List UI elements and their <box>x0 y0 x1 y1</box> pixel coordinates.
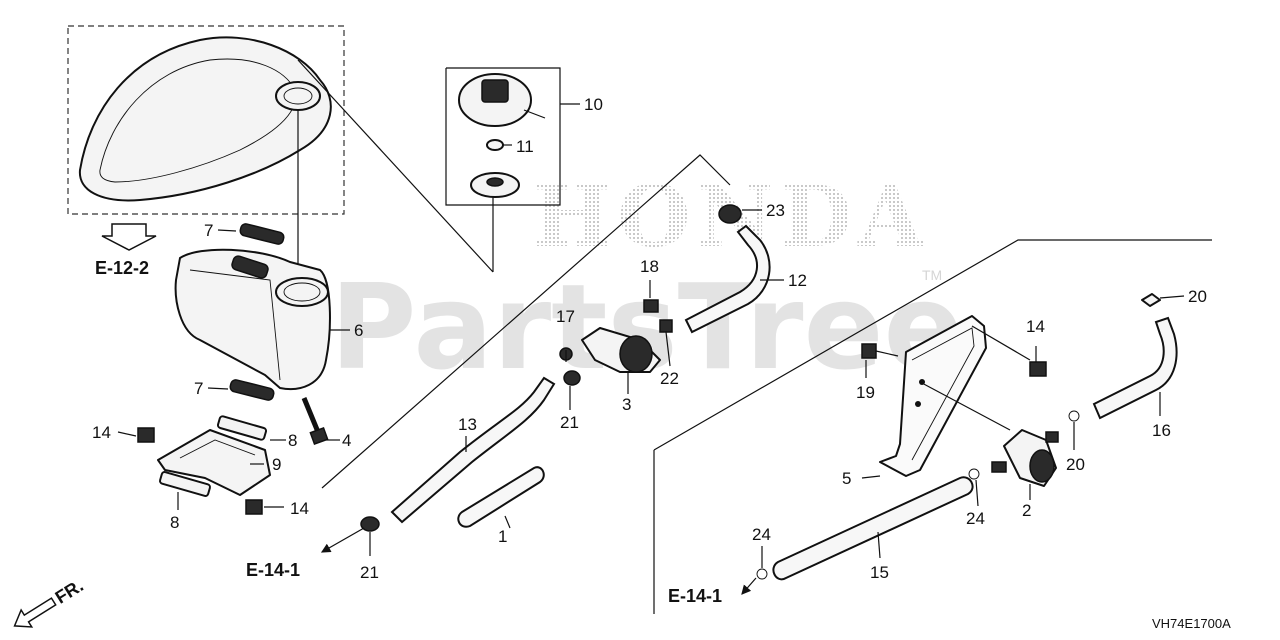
hose-12 <box>684 224 771 334</box>
callout-8-upper[interactable]: 8 <box>288 431 297 450</box>
callout-7-top[interactable]: 7 <box>204 221 213 240</box>
leader-lines <box>177 209 1185 568</box>
fuel-valve-2 <box>991 429 1059 487</box>
callout-21-lower[interactable]: 21 <box>360 563 379 582</box>
tank-cover <box>78 36 332 202</box>
tank-ref-label[interactable]: E-12-2 <box>95 258 149 278</box>
hose-16 <box>1092 316 1178 420</box>
cap-seal-small <box>486 139 504 151</box>
callout-5[interactable]: 5 <box>842 469 851 488</box>
partstree-watermark: PartsTree <box>330 258 964 396</box>
frame-line-top <box>653 239 1212 451</box>
callout-23[interactable]: 23 <box>766 201 785 220</box>
callout-22[interactable]: 22 <box>660 369 679 388</box>
callout-3[interactable]: 3 <box>622 395 631 414</box>
callout-17[interactable]: 17 <box>556 307 575 326</box>
bolt-14-bottom <box>245 499 284 515</box>
callout-2[interactable]: 2 <box>1022 501 1031 520</box>
leader-cover-cap <box>297 59 494 273</box>
tank-bracket <box>157 429 271 496</box>
bolt-14-right <box>1029 361 1047 377</box>
callout-24-left[interactable]: 24 <box>752 525 771 544</box>
frame-line-upper <box>321 154 731 489</box>
callout-6[interactable]: 6 <box>354 321 363 340</box>
hose-ref-left[interactable]: E-14-1 <box>246 560 300 580</box>
callout-1[interactable]: 1 <box>498 527 507 546</box>
bolt-18 <box>643 280 659 313</box>
callout-16[interactable]: 16 <box>1152 421 1171 440</box>
hose-1 <box>457 466 545 528</box>
bolt-14-left <box>117 427 155 443</box>
callout-11[interactable]: 11 <box>516 137 534 156</box>
callout-4[interactable]: 4 <box>342 431 351 450</box>
front-direction-label: FR. <box>52 575 87 607</box>
cap-group-box <box>445 67 561 206</box>
bolt-19 <box>861 343 899 359</box>
cap-gasket <box>470 172 520 198</box>
bolt-4 <box>301 397 329 445</box>
callout-18[interactable]: 18 <box>640 257 659 276</box>
rubber-strip-upper <box>216 415 268 441</box>
clip-20-top <box>1141 293 1161 307</box>
mounting-bracket-5 <box>879 315 987 477</box>
hose-13 <box>390 376 556 524</box>
tm-watermark: TM <box>922 267 942 283</box>
callout-21-upper[interactable]: 21 <box>560 413 579 432</box>
clamp-23 <box>718 204 742 224</box>
callout-14-left[interactable]: 14 <box>92 423 111 442</box>
arrow-to-ref-left <box>320 527 365 553</box>
clamp-21-lower <box>360 516 380 532</box>
cover-group-box <box>67 25 345 215</box>
callout-14-right[interactable]: 14 <box>1026 317 1045 336</box>
callout-24-right[interactable]: 24 <box>966 509 985 528</box>
clip-24-left <box>756 568 768 580</box>
clip-20-lower <box>1068 410 1080 422</box>
fuel-valve-3 <box>581 327 661 388</box>
callout-13[interactable]: 13 <box>458 415 477 434</box>
clamp-22 <box>659 319 673 333</box>
callout-7-bottom[interactable]: 7 <box>194 379 203 398</box>
arrow-to-ref-right <box>741 577 757 595</box>
fuel-cap <box>458 73 546 127</box>
rubber-pad-bottom <box>229 379 275 401</box>
callout-20-lower[interactable]: 20 <box>1066 455 1085 474</box>
rubber-strip-lower <box>159 471 211 497</box>
hose-ref-right[interactable]: E-14-1 <box>668 586 722 606</box>
callout-20-top[interactable]: 20 <box>1188 287 1207 306</box>
fuel-tank <box>174 248 331 390</box>
callout-8-lower[interactable]: 8 <box>170 513 179 532</box>
diagram-code: VH74E1700A <box>1152 616 1231 631</box>
callout-14-bottom[interactable]: 14 <box>290 499 309 518</box>
callout-15[interactable]: 15 <box>870 563 889 582</box>
callout-12[interactable]: 12 <box>788 271 807 290</box>
hose-15 <box>772 476 974 581</box>
down-arrow-icon <box>101 223 157 251</box>
callout-10[interactable]: 10 <box>584 95 603 114</box>
callout-9[interactable]: 9 <box>272 455 281 474</box>
callout-19[interactable]: 19 <box>856 383 875 402</box>
clip-24-right <box>968 468 980 480</box>
clamp-21-upper <box>563 370 581 386</box>
rubber-pad-top <box>239 223 285 245</box>
front-direction-arrow-icon <box>13 597 57 628</box>
